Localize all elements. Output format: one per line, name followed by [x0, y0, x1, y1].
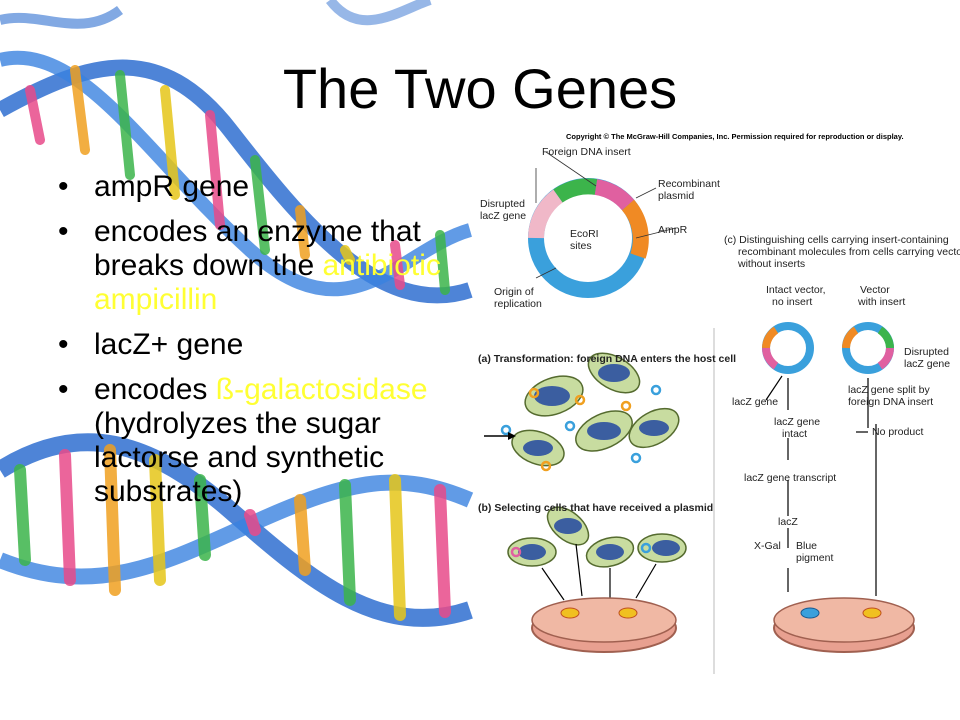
- bullet-text: encodes: [94, 373, 216, 406]
- intact-vector-label-1: Intact vector,: [766, 284, 826, 296]
- transcript-label: lacZ gene transcript: [744, 472, 837, 484]
- blue-pigment-label-1: Blue: [796, 540, 818, 552]
- bullet-dot: •: [58, 215, 69, 248]
- lacz-intact-label-1: lacZ gene: [774, 416, 821, 428]
- recombinant-plasmid: [528, 178, 649, 298]
- bullet-item: • encodes ß-galactosidase (hydrolyzes the…: [58, 373, 458, 509]
- bullet-text: lacZ+ gene: [94, 328, 244, 361]
- bullet-item: •encodes an enzyme that breaks down the …: [58, 215, 458, 317]
- slide-title: The Two Genes: [282, 57, 678, 120]
- blue-pigment-label-2: pigment: [796, 552, 834, 564]
- bullet-text: encodes an enzyme that breaks down the: [94, 215, 421, 282]
- bullet-text-after: (hydrolyzes the sugar lactorse and synth…: [94, 407, 385, 508]
- bullet-list: • ampR gene • encodes an enzyme that break…: [58, 170, 458, 520]
- ampr-label: AmpR: [658, 224, 688, 236]
- vector-insert-label-1: Vector: [860, 284, 890, 296]
- bullet-highlight: antibiotic ampicillin: [94, 249, 441, 316]
- recombinant-label-1: Recombinant: [658, 178, 720, 190]
- vector-insert-label-2: with insert: [858, 296, 906, 308]
- panel-c-caption-3: without inserts: [738, 258, 806, 270]
- cloning-figure: Copyright © The McGraw-Hill Companies, I…: [476, 128, 960, 674]
- bullet-dot: •: [58, 170, 69, 203]
- split-label-2: foreign DNA insert: [848, 396, 934, 408]
- disrupted-label-1: Disrupted: [480, 198, 525, 210]
- xgal-label: X-Gal: [754, 540, 781, 552]
- origin-label-2: replication: [494, 298, 542, 310]
- bullet-dot: •: [58, 373, 69, 406]
- bullet-dot: •: [58, 328, 69, 361]
- bullet-item: • lacZ+ gene: [58, 328, 458, 362]
- figure-drawing: [484, 151, 915, 674]
- copyright-notice: Copyright © The McGraw-Hill Companies, I…: [566, 132, 904, 141]
- no-product-label: No product: [872, 426, 924, 438]
- lacz-label: lacZ: [778, 516, 798, 528]
- panel-c-disrupted-1: Disrupted: [904, 346, 949, 358]
- origin-label-1: Origin of: [494, 286, 534, 298]
- recombinant-label-2: plasmid: [658, 190, 695, 202]
- intact-vector-label-2: no insert: [772, 296, 813, 308]
- foreign-insert-label: Foreign DNA insert: [542, 146, 631, 158]
- split-label-1: lacZ gene split by: [848, 384, 930, 396]
- panel-b-caption: (b) Selecting cells that have received a…: [478, 502, 714, 514]
- panel-c-disrupted-2: lacZ gene: [904, 358, 951, 370]
- lacz-intact-label-2: intact: [782, 428, 808, 440]
- panel-a-bacteria: [484, 352, 680, 472]
- panel-a-caption: (a) Transformation: foreign DNA enters t…: [478, 353, 737, 365]
- panel-b-selection: [507, 506, 687, 653]
- bullet-highlight: ß-galactosidase: [215, 373, 428, 406]
- disrupted-label-2: lacZ gene: [480, 210, 527, 222]
- panel-c-vector-insert: [842, 322, 894, 374]
- panel-c-caption-2: recombinant molecules from cells carryin…: [738, 246, 960, 258]
- ecori-label-2: sites: [570, 240, 592, 252]
- lacz-gene-label: lacZ gene: [732, 396, 779, 408]
- ecori-label-1: EcoRI: [570, 228, 599, 240]
- panel-c-intact-vector: [762, 322, 814, 374]
- bullet-text: ampR gene: [94, 170, 250, 203]
- bullet-item: • ampR gene: [58, 170, 458, 204]
- panel-c-caption-1: (c) Distinguishing cells carrying insert…: [724, 234, 949, 246]
